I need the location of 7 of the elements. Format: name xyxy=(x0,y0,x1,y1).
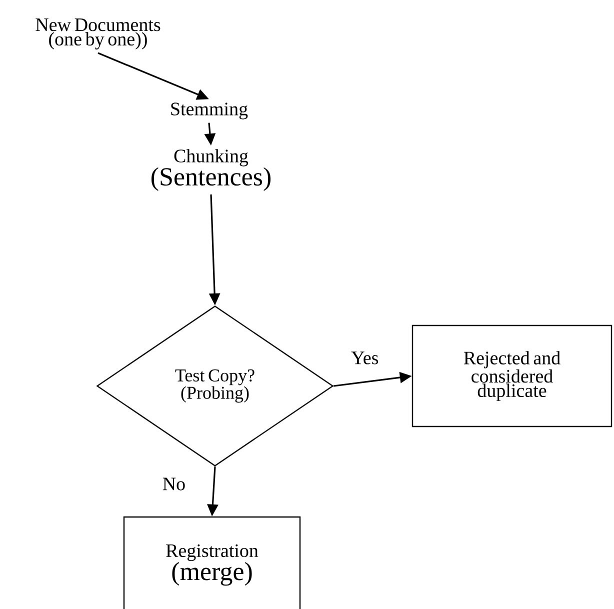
step-label: Chunking (Sentences) xyxy=(152,149,270,191)
process-box: Rejected and considered duplicate xyxy=(412,324,612,428)
step-label: Stemming xyxy=(171,102,248,120)
process-box: Registration (merge) xyxy=(123,516,301,609)
edge-label: Yes xyxy=(351,352,378,364)
step-label: New Documents (one by one)) xyxy=(36,18,160,50)
edge-label: No xyxy=(162,478,185,490)
